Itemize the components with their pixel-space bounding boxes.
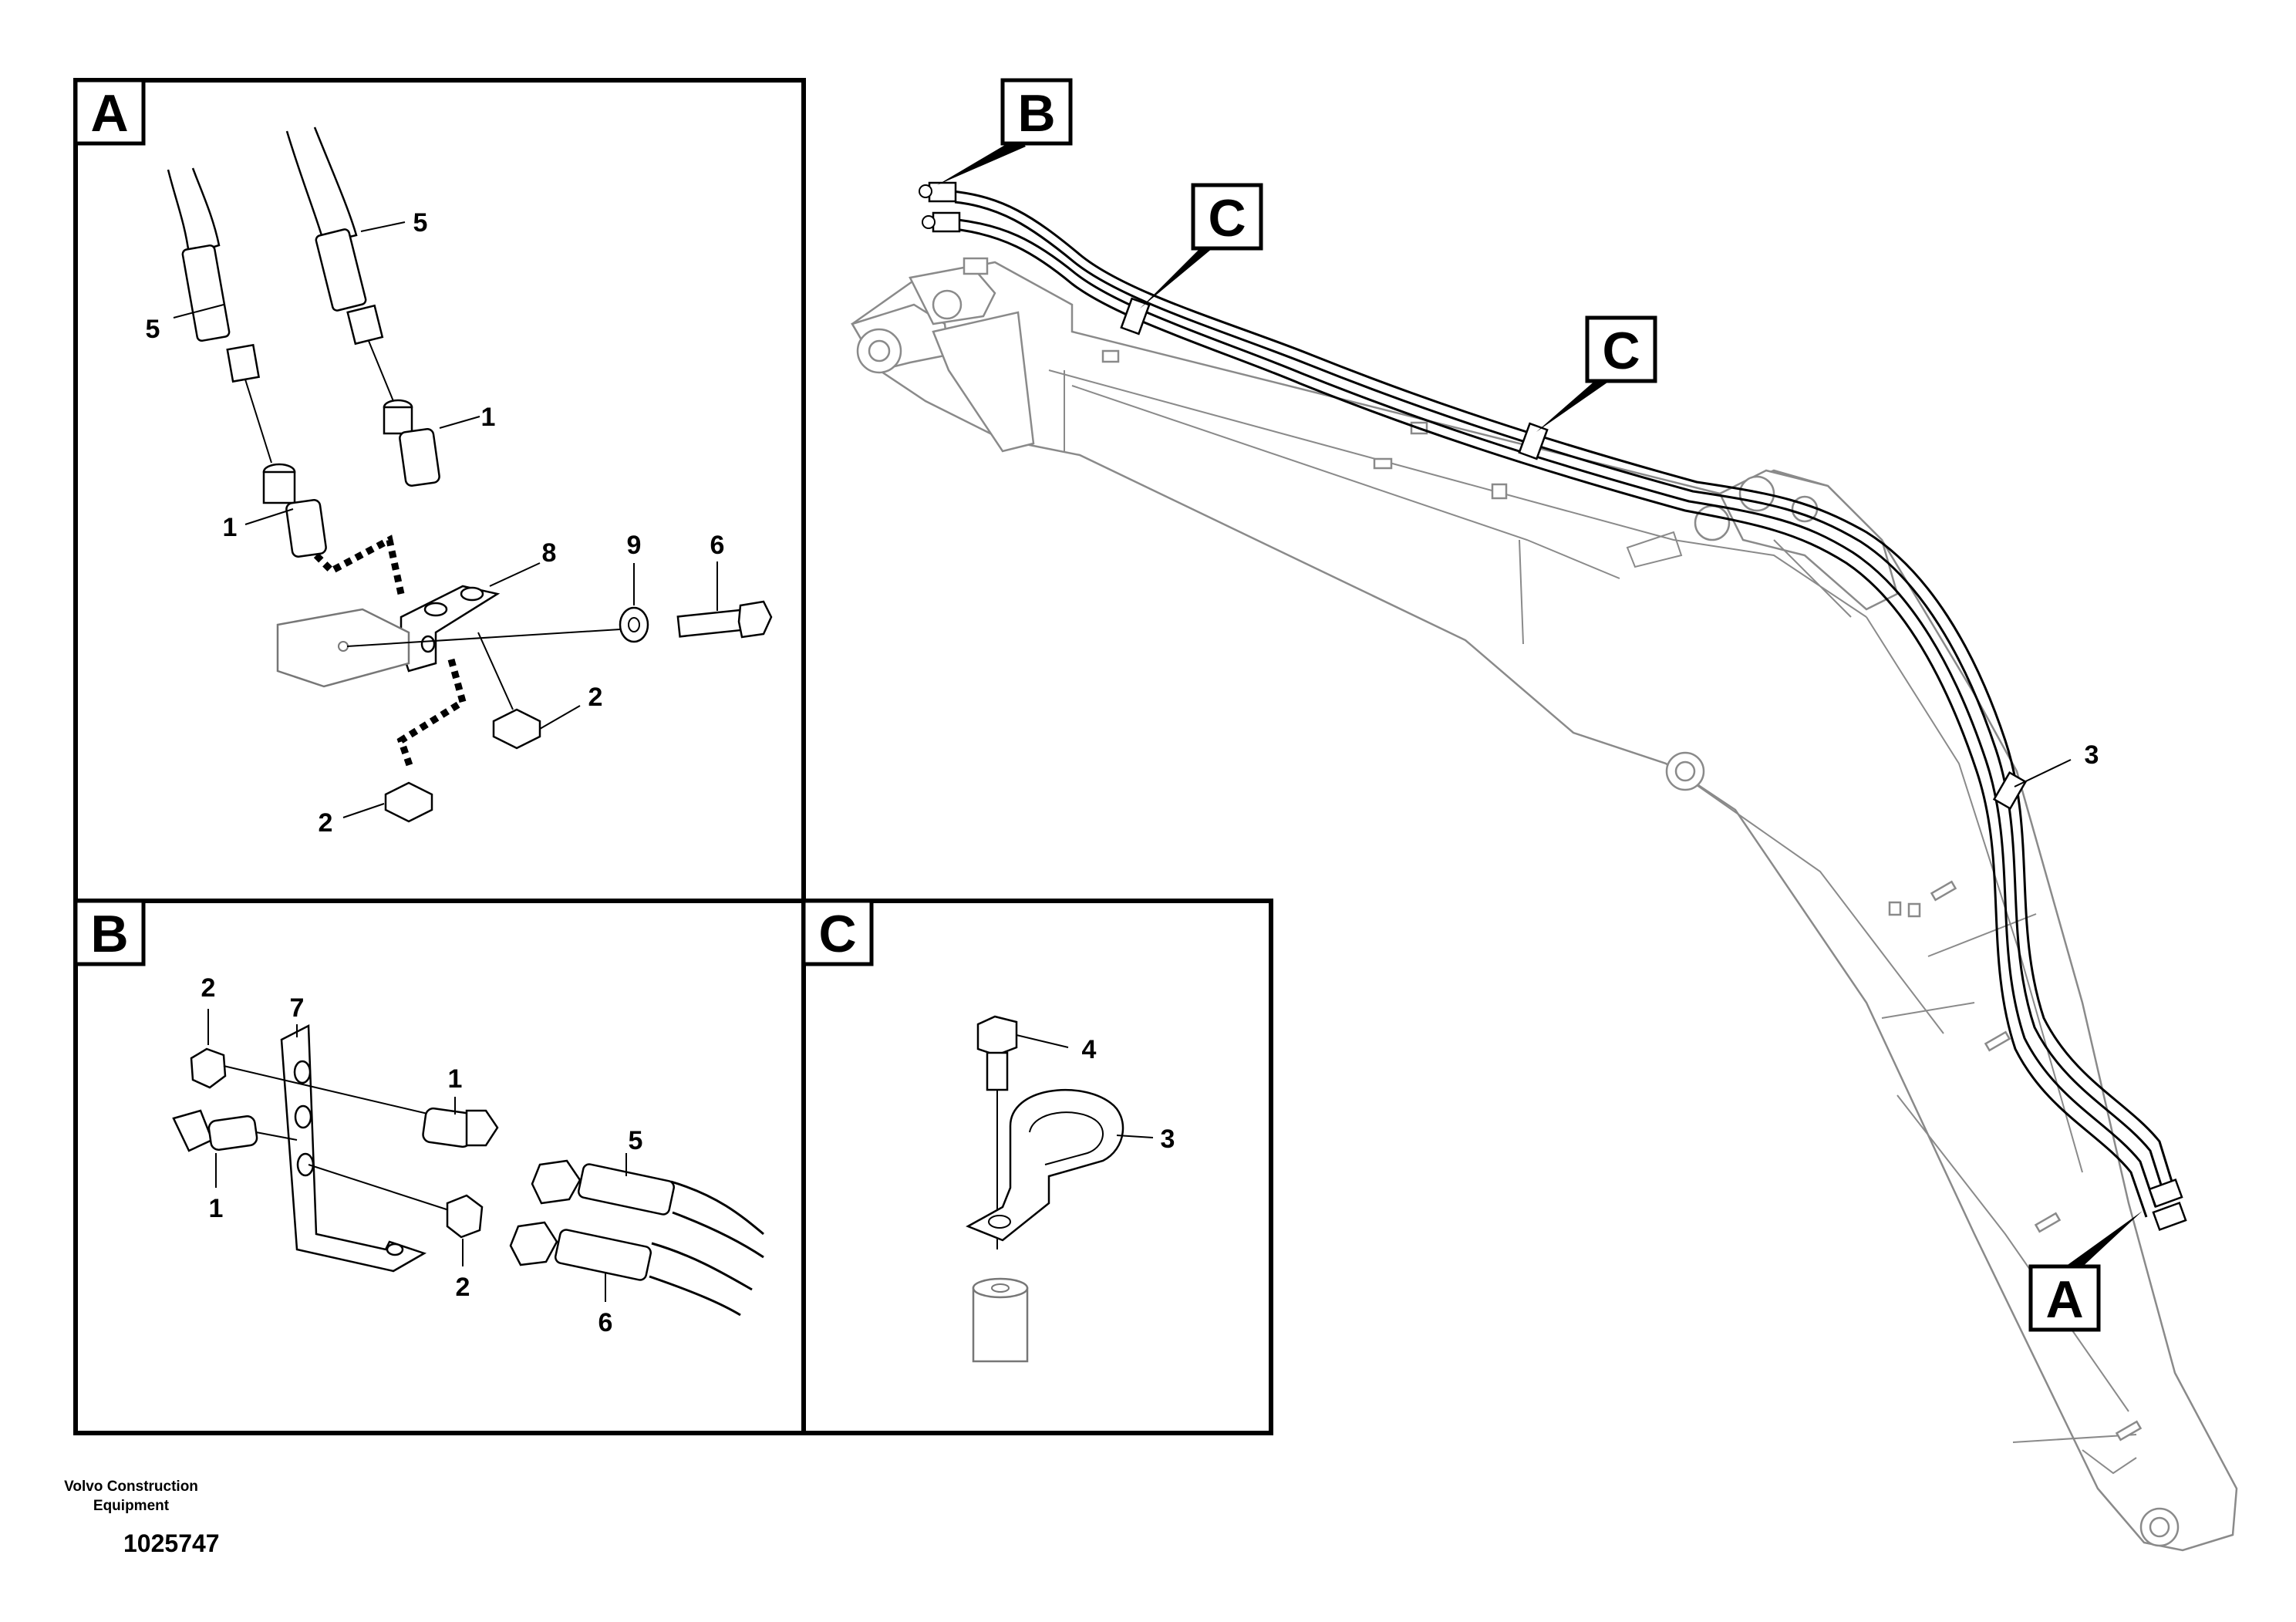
detail-frames bbox=[73, 78, 1273, 1435]
part-number-3: 3 bbox=[1161, 1125, 1175, 1154]
part-number-5: 5 bbox=[146, 315, 160, 344]
part-number-3: 3 bbox=[2085, 740, 2099, 770]
footer: Volvo Construction Equipment 1025747 bbox=[46, 1477, 308, 1558]
nut-2-left bbox=[384, 781, 433, 823]
hose-6-sleeve bbox=[554, 1229, 652, 1281]
hydraulic-hose-routing bbox=[919, 181, 2187, 1232]
nut-2-lower bbox=[446, 1194, 484, 1239]
bolt-4 bbox=[976, 1015, 1018, 1057]
bracket-7 bbox=[280, 1023, 427, 1273]
part-number-4: 4 bbox=[1082, 1035, 1097, 1064]
detail-a-part-numbers: 5 5 1 1 8 9 6 2 2 bbox=[146, 208, 725, 838]
detail-a-drawing bbox=[167, 126, 773, 823]
detail-b-part-numbers: 2 7 1 5 1 2 6 bbox=[201, 973, 643, 1337]
bracket-8 bbox=[400, 585, 501, 673]
view-label-b: B bbox=[73, 899, 146, 966]
nut-2-upper bbox=[190, 1047, 227, 1089]
svg-text:B: B bbox=[1017, 84, 1055, 143]
svg-text:C: C bbox=[1602, 322, 1640, 380]
part-number-5: 5 bbox=[413, 208, 428, 238]
adapter-1-left bbox=[172, 1109, 214, 1152]
part-number-9: 9 bbox=[627, 531, 642, 560]
overview-tag-c: C bbox=[1140, 183, 1263, 309]
hose-5-left-sleeve bbox=[181, 244, 231, 342]
view-label-c: C bbox=[801, 899, 874, 966]
part-number-2: 2 bbox=[201, 973, 216, 1003]
svg-text:A: A bbox=[90, 84, 128, 143]
overview-tag-c: C bbox=[1536, 315, 1657, 432]
detail-c-drawing bbox=[966, 1015, 1154, 1363]
part-number-1: 1 bbox=[448, 1064, 463, 1094]
svg-text:C: C bbox=[1208, 189, 1246, 248]
nut-2-right bbox=[492, 708, 541, 750]
part-number-8: 8 bbox=[542, 538, 557, 568]
spacer-tube bbox=[972, 1286, 1029, 1363]
svg-text:C: C bbox=[818, 905, 856, 963]
overview-part-3-callout: 3 bbox=[2014, 740, 2099, 787]
part-number-5: 5 bbox=[629, 1126, 643, 1155]
part-number-2: 2 bbox=[319, 808, 333, 838]
part-number-2: 2 bbox=[456, 1273, 470, 1302]
part-number-6: 6 bbox=[710, 531, 725, 560]
brand-name: Volvo Construction Equipment bbox=[64, 1479, 198, 1514]
part-number-6: 6 bbox=[598, 1308, 613, 1337]
part-number-1: 1 bbox=[481, 403, 496, 432]
adapter-1-left bbox=[262, 463, 327, 558]
excavator-arm-overview bbox=[851, 257, 2238, 1552]
overview-tag-b: B bbox=[937, 78, 1073, 185]
hose-5-right-sleeve bbox=[315, 228, 367, 312]
hose-5-right-nut bbox=[346, 304, 384, 346]
bolt-6 bbox=[676, 600, 773, 639]
part-number-7: 7 bbox=[290, 993, 305, 1023]
illustration-number: 1025747 bbox=[123, 1529, 220, 1557]
adapter-1-right bbox=[383, 399, 440, 487]
hose-5-left-nut bbox=[226, 343, 261, 383]
detail-c-part-numbers: 4 3 bbox=[1082, 1035, 1175, 1154]
view-label-a: A bbox=[73, 78, 146, 146]
svg-text:B: B bbox=[90, 905, 128, 963]
part-number-1: 1 bbox=[223, 513, 238, 542]
detail-b-drawing bbox=[172, 1009, 764, 1317]
overview-tag-a: A bbox=[2028, 1211, 2143, 1332]
hose-5-sleeve bbox=[577, 1163, 676, 1216]
part-number-2: 2 bbox=[588, 683, 603, 712]
svg-text:A: A bbox=[2045, 1270, 2083, 1329]
part-number-1: 1 bbox=[209, 1194, 224, 1223]
